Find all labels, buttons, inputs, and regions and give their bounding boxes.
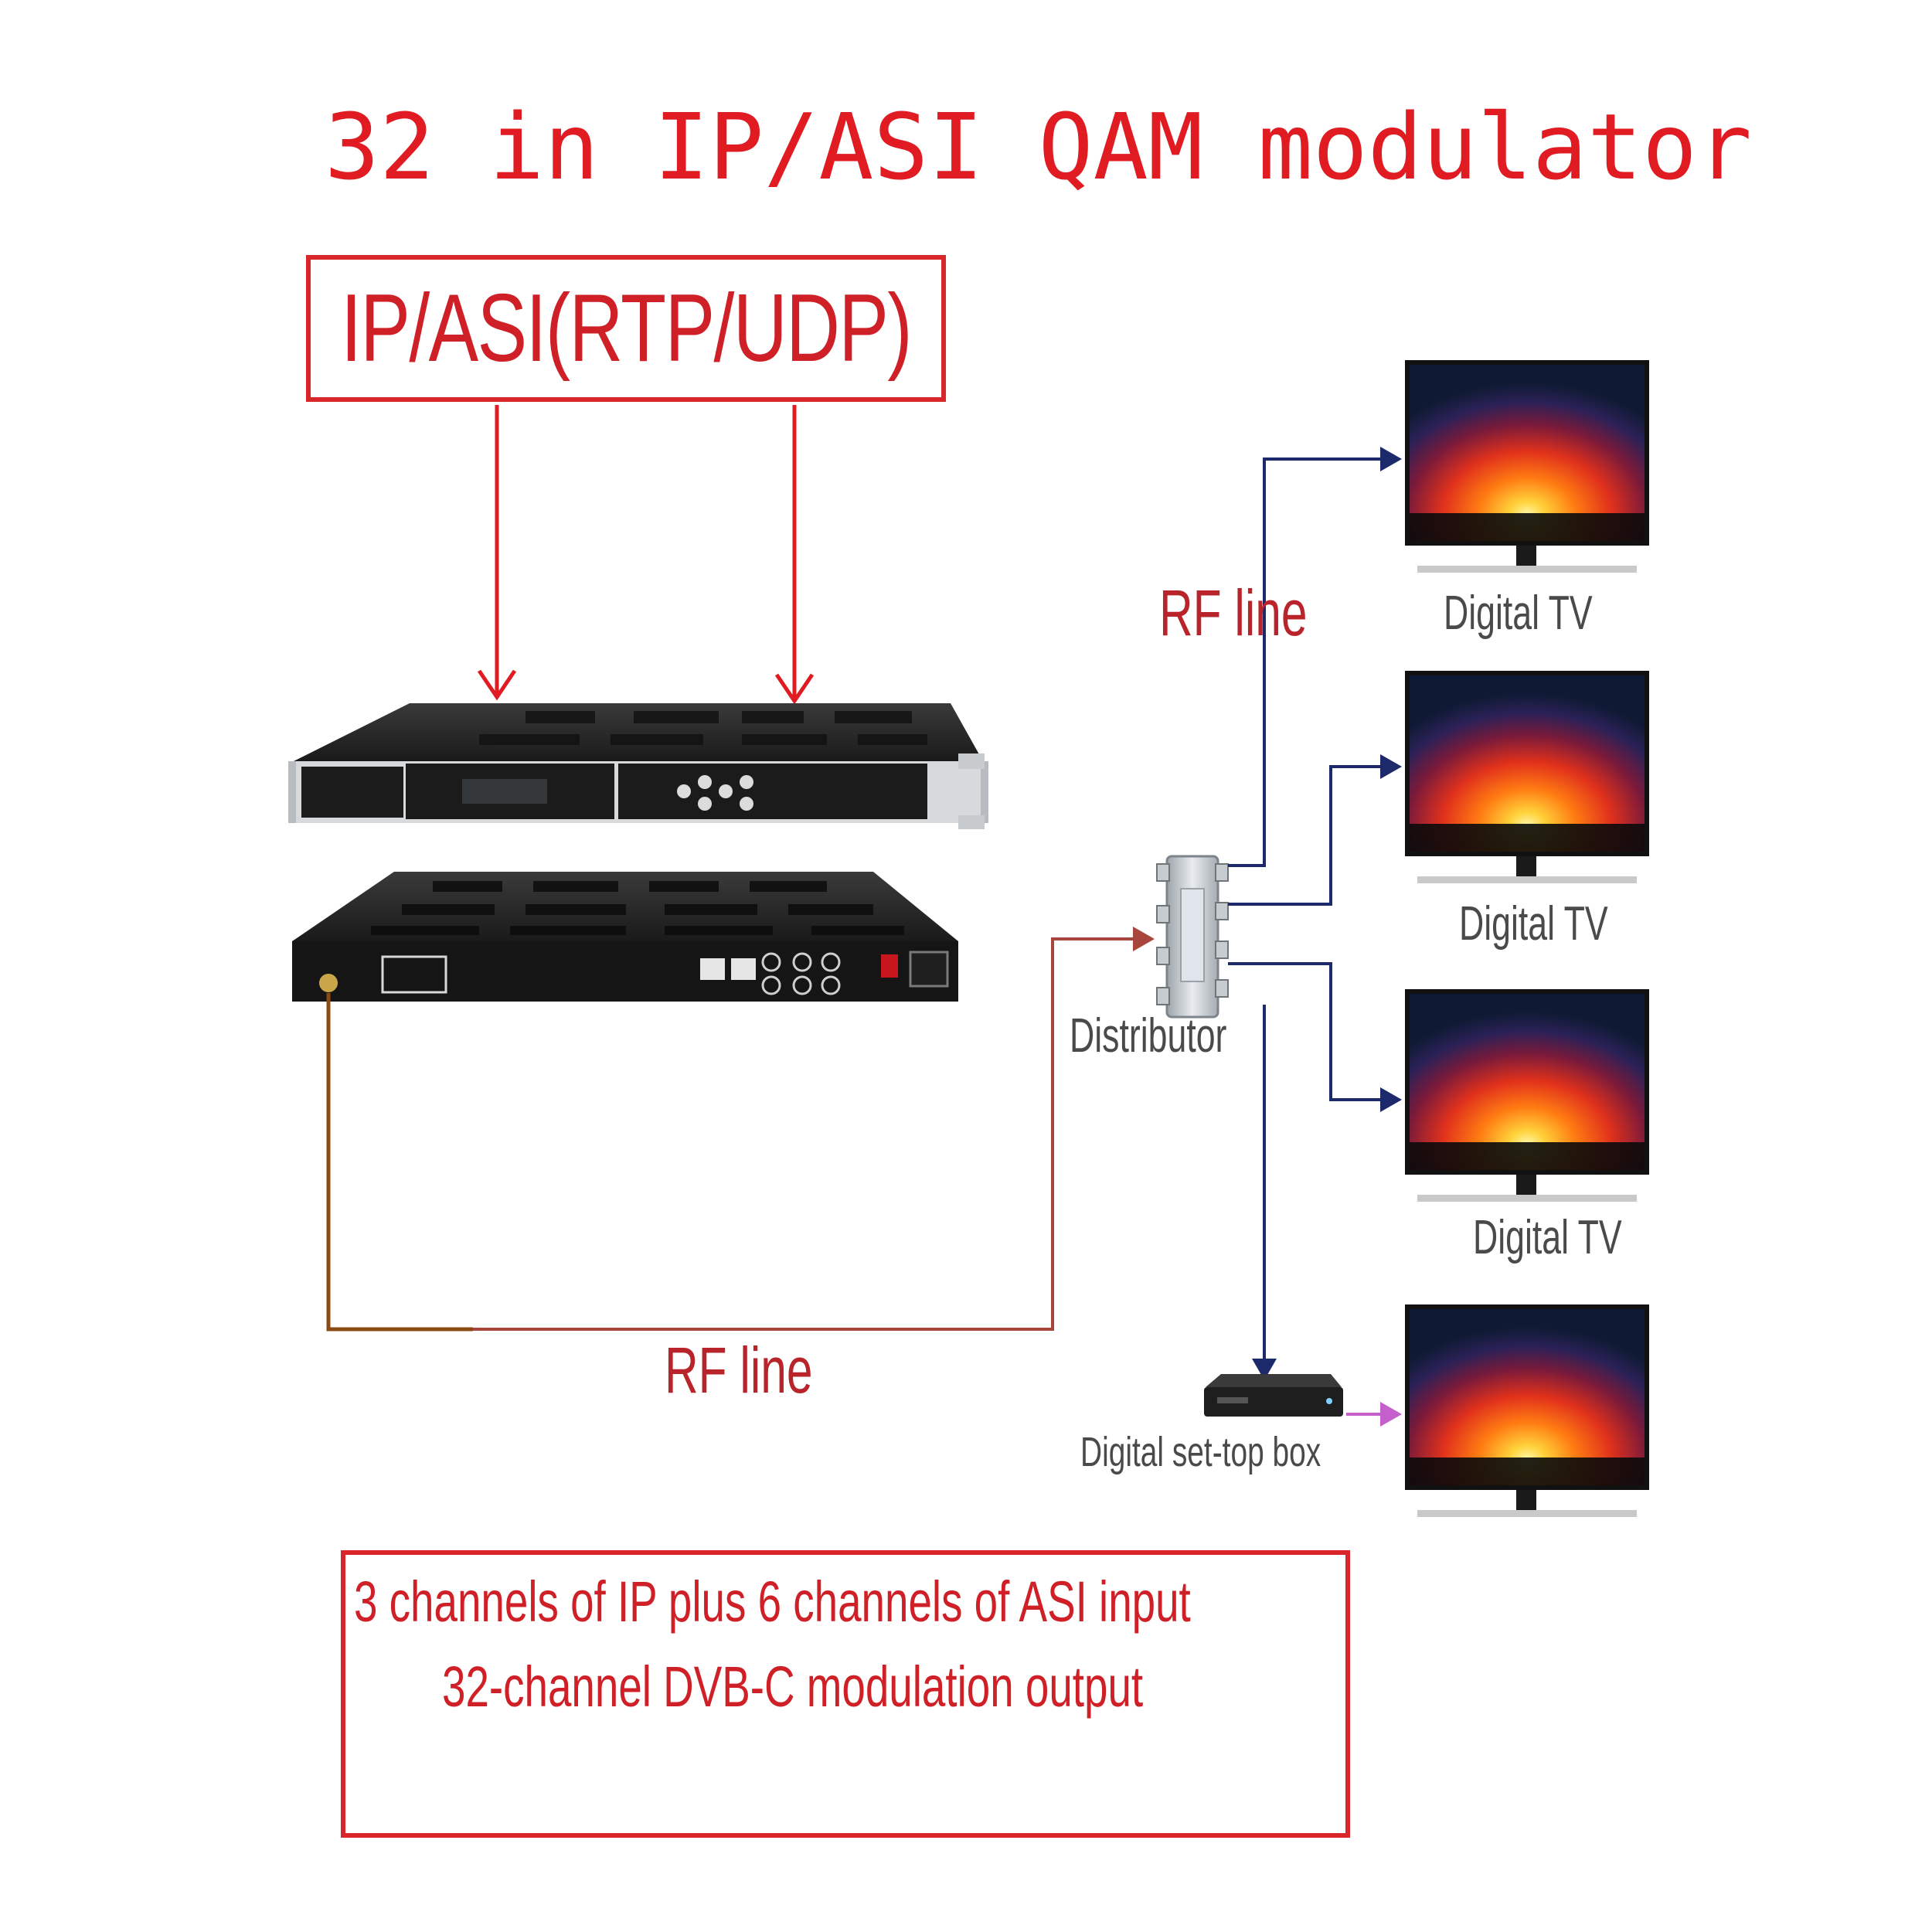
rf-line-top-label: RF line [1159, 577, 1308, 649]
diagram-title: 32 in IP/ASI QAM modulator [325, 94, 1753, 200]
rf-line-main [326, 927, 1155, 1332]
rf-line-bottom-label: RF line [665, 1334, 813, 1406]
tv-1-label: Digital TV [1444, 587, 1593, 640]
input-arrow-left [477, 405, 517, 701]
tv-1 [1405, 360, 1649, 573]
tv-3-label: Digital TV [1473, 1211, 1622, 1264]
tv-4 [1405, 1304, 1649, 1517]
tv-3 [1405, 989, 1649, 1202]
tv-2 [1405, 671, 1649, 883]
input-box-label: IP/ASI(RTP/UDP) [341, 275, 913, 382]
modulator-rear [292, 872, 958, 1002]
arrow-tv3 [1380, 1087, 1402, 1112]
description-box [341, 1550, 1350, 1838]
set-top-box [1204, 1374, 1343, 1417]
set-top-box-label: Digital set-top box [1080, 1429, 1321, 1475]
distributor [1156, 855, 1229, 1019]
description-line-2: 32-channel DVB-C modulation output [442, 1655, 1144, 1719]
distributor-label: Distributor [1070, 1009, 1227, 1063]
tv-2-label: Digital TV [1459, 897, 1608, 951]
hdmi-link [1346, 1402, 1402, 1427]
arrow-tv2 [1380, 754, 1402, 779]
description-line-1: 3 channels of IP plus 6 channels of ASI … [354, 1570, 1191, 1634]
splitter-outputs [1228, 457, 1383, 1360]
input-arrow-right [774, 405, 815, 705]
input-box: IP/ASI(RTP/UDP) [306, 255, 946, 402]
modulator-front [288, 703, 988, 829]
arrow-stb [1252, 1359, 1277, 1380]
arrow-tv1 [1380, 447, 1402, 471]
